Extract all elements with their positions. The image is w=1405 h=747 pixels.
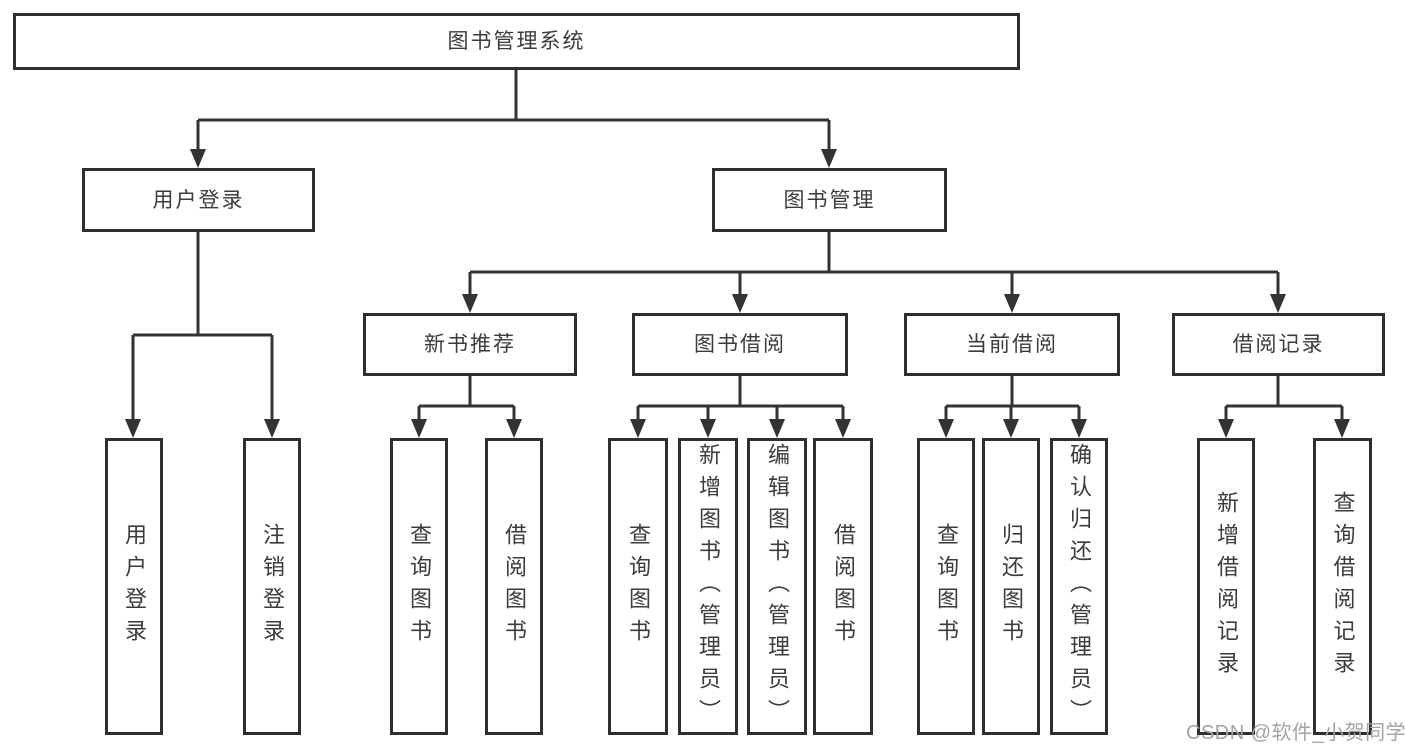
arrowhead-down-icon (1270, 294, 1286, 313)
arrowhead-down-icon (190, 149, 206, 168)
arrowhead-down-icon (264, 419, 280, 438)
arrowhead-down-icon (1334, 419, 1350, 438)
node-label: 当前借阅 (966, 333, 1058, 356)
leaf-return-books: 归还图书 (982, 438, 1040, 735)
leaf-add-borrow-record: 新增借阅记录 (1197, 438, 1255, 735)
leaf-user-login: 用户登录 (105, 438, 163, 735)
leaf-logout: 注销登录 (243, 438, 301, 735)
node-label: 图书管理 (783, 188, 876, 212)
leaf-query-borrow-record: 查询借阅记录 (1313, 438, 1372, 735)
node-borrowing-records: 借阅记录 (1172, 313, 1385, 376)
leaf-label: 新增借阅记录 (1214, 490, 1239, 683)
node-label: 新书推荐 (424, 333, 516, 356)
arrowhead-down-icon (700, 419, 716, 438)
leaf-label: 编辑图书（管理员） (765, 442, 790, 731)
leaf-label: 新增图书（管理员） (696, 442, 721, 731)
arrowhead-down-icon (732, 294, 748, 313)
arrowhead-down-icon (125, 419, 141, 438)
leaf-label: 归还图书 (999, 522, 1024, 651)
leaf-label: 查询图书 (934, 522, 959, 651)
arrowhead-down-icon (1218, 419, 1234, 438)
node-book-management: 图书管理 (712, 168, 947, 232)
node-label: 图书借阅 (694, 333, 786, 356)
arrowhead-down-icon (938, 419, 954, 438)
leaf-label: 注销登录 (260, 522, 285, 651)
arrowhead-down-icon (769, 419, 785, 438)
leaf-label: 用户登录 (122, 522, 147, 651)
leaf-query-books: 查询图书 (608, 438, 668, 735)
arrowhead-down-icon (1003, 419, 1019, 438)
node-library-management-system: 图书管理系统 (13, 13, 1020, 70)
node-label: 借阅记录 (1232, 333, 1325, 356)
node-label: 用户登录 (152, 188, 245, 212)
leaf-label: 确认归还（管理员） (1067, 442, 1092, 731)
node-new-book-recommendation: 新书推荐 (363, 313, 577, 376)
node-label: 图书管理系统 (447, 30, 586, 53)
arrowhead-down-icon (462, 294, 478, 313)
leaf-borrow-books: 借阅图书 (813, 438, 873, 735)
leaf-label: 查询图书 (626, 522, 651, 651)
node-current-borrowing: 当前借阅 (904, 313, 1120, 376)
node-book-borrowing: 图书借阅 (632, 313, 848, 376)
leaf-label: 借阅图书 (502, 522, 527, 651)
leaf-label: 查询借阅记录 (1330, 490, 1356, 683)
arrowhead-down-icon (506, 419, 522, 438)
arrowhead-down-icon (835, 419, 851, 438)
leaf-borrow-books: 借阅图书 (485, 438, 543, 735)
arrowhead-down-icon (630, 419, 646, 438)
arrowhead-down-icon (821, 149, 837, 168)
arrowhead-down-icon (1004, 294, 1020, 313)
node-user-login: 用户登录 (82, 168, 315, 232)
arrowhead-down-icon (411, 419, 427, 438)
leaf-label: 借阅图书 (831, 522, 856, 651)
watermark-text: CSDN @软件_小贺同学 (1186, 722, 1405, 744)
leaf-confirm-return-admin: 确认归还（管理员） (1050, 438, 1108, 735)
leaf-query-books: 查询图书 (390, 438, 448, 735)
leaf-label: 查询图书 (407, 522, 432, 651)
leaf-add-book-admin: 新增图书（管理员） (678, 438, 738, 735)
leaf-query-books: 查询图书 (917, 438, 975, 735)
leaf-edit-book-admin: 编辑图书（管理员） (747, 438, 807, 735)
arrowhead-down-icon (1071, 419, 1087, 438)
